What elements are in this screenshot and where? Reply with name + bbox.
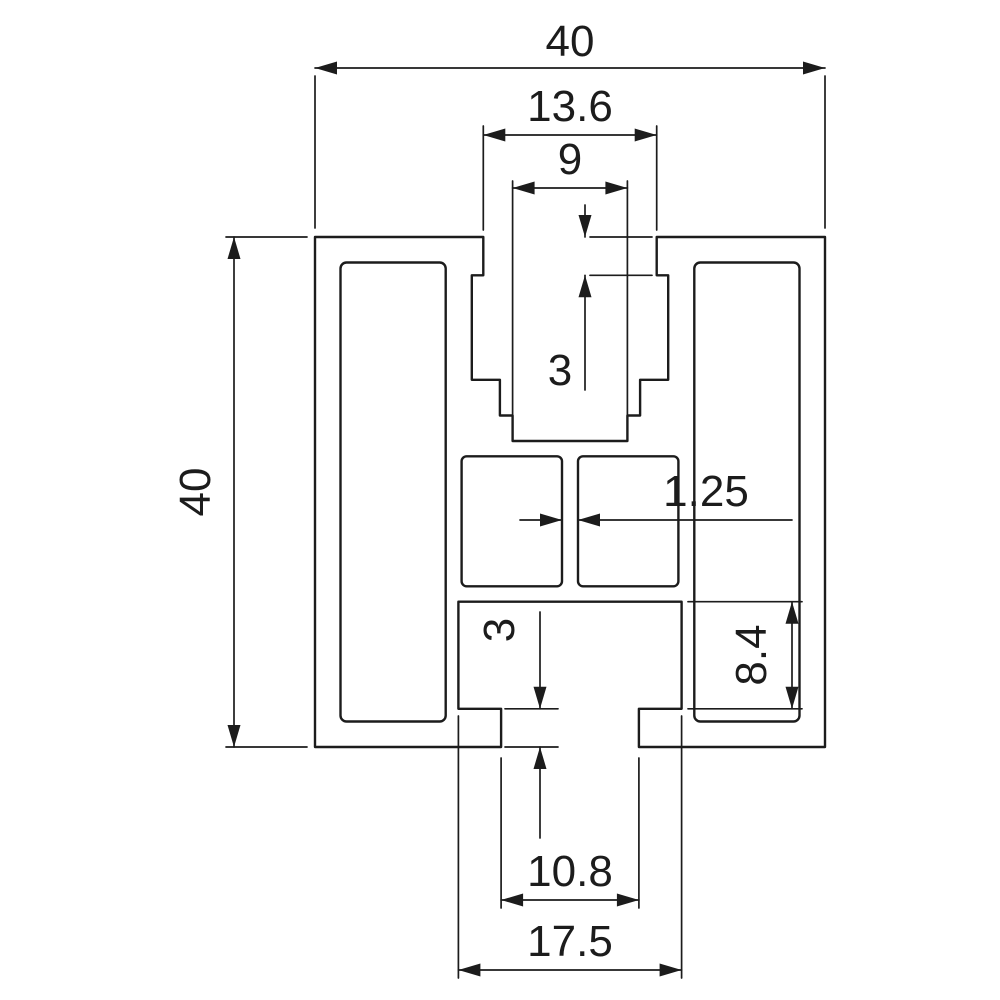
dim-overall-width: 40: [314, 17, 826, 229]
right-web-hollow: [576, 455, 680, 588]
dim-arrow: [578, 513, 600, 527]
dim-arrow: [501, 893, 524, 907]
dim-label-top-lip-thickness: 3: [548, 346, 572, 395]
profile-outline: [313, 235, 827, 749]
dim-label-web-thickness: 1.25: [663, 467, 749, 516]
profile-geometry: [313, 235, 827, 749]
dim-bottom-cavity-width: 17.5: [457, 715, 683, 979]
dim-arrow: [785, 686, 799, 709]
dim-arrow: [533, 686, 547, 709]
dim-arrow: [315, 61, 337, 75]
dim-top-channel-width: 9: [511, 135, 629, 442]
dim-bottom-lip-thickness: 3: [475, 611, 559, 839]
dim-arrow: [512, 181, 535, 195]
dim-label-top-channel-width: 9: [558, 135, 582, 184]
dim-top-lip-thickness: 3: [548, 204, 653, 395]
dim-top-slot-opening: 13.6: [482, 82, 658, 231]
dim-arrow: [227, 725, 241, 747]
dim-arrow: [578, 215, 592, 237]
dim-web-thickness: 1.25: [519, 467, 793, 527]
dim-label-bottom-slot-opening: 10.8: [527, 847, 613, 896]
dim-arrow: [803, 61, 825, 75]
dim-label-overall-height: 40: [171, 468, 220, 517]
dim-label-bottom-cavity-depth: 8.4: [727, 624, 776, 685]
dim-label-bottom-lip-thickness: 3: [475, 618, 524, 642]
dim-arrow: [540, 513, 562, 527]
dim-overall-height: 40: [171, 236, 308, 748]
dim-arrow: [578, 275, 592, 298]
dim-arrow: [616, 893, 639, 907]
left-chamber-hollow: [339, 261, 447, 723]
dim-label-bottom-cavity-width: 17.5: [527, 917, 613, 966]
right-chamber-hollow: [693, 261, 801, 723]
dim-arrow: [533, 747, 547, 769]
dim-bottom-slot-opening: 10.8: [500, 757, 640, 909]
dim-label-top-slot-opening: 13.6: [527, 82, 613, 131]
left-web-hollow: [460, 455, 564, 588]
dim-arrow: [227, 237, 241, 259]
dim-arrow: [659, 963, 682, 977]
dim-arrow: [634, 128, 657, 142]
dim-arrow: [458, 963, 481, 977]
dim-label-overall-width: 40: [546, 17, 595, 66]
dim-bottom-cavity-depth: 8.4: [687, 600, 803, 710]
dim-arrow: [785, 601, 799, 624]
dim-arrow: [605, 181, 628, 195]
dim-arrow: [483, 128, 506, 142]
